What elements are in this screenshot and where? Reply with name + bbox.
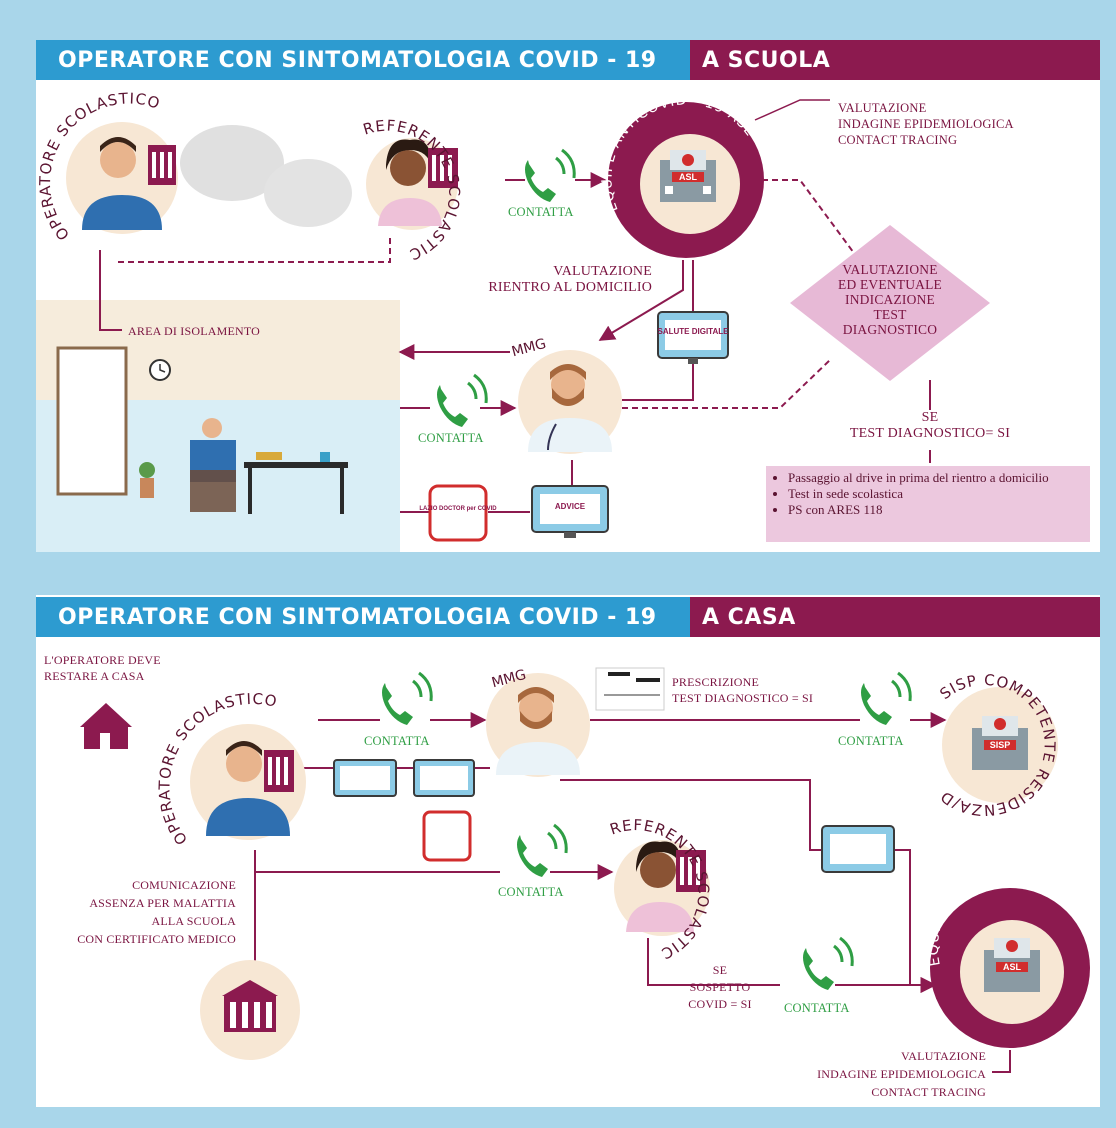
valutazione-notes-top: VALUTAZIONE INDAGINE EPIDEMIOLOGICA CONT… — [838, 101, 1014, 147]
equipe-ring-top — [608, 102, 764, 258]
list-item: Test in sede scolastica — [788, 486, 1082, 502]
dashed-op-ref — [118, 238, 391, 263]
contatta-label: CONTATTA — [838, 734, 904, 748]
desk — [244, 462, 348, 468]
phone-icon — [525, 148, 576, 202]
advice-label-top: ADVICE — [555, 502, 586, 511]
prescription-document — [595, 667, 665, 711]
arrow-equipe-mmg — [598, 260, 684, 341]
asl-sign — [996, 962, 1028, 972]
referente-avatar-top — [366, 138, 458, 230]
phone-icon — [437, 373, 488, 427]
asl-label-top: ASL — [679, 172, 698, 182]
prescrizione-label: PRESCRIZIONE TEST DIAGNOSTICO = SI — [672, 675, 814, 705]
room-objects — [56, 346, 348, 514]
dashed-mmg-diamond — [622, 359, 831, 409]
contatta-label: CONTATTA — [508, 205, 574, 219]
se-sospetto-label: SE SOSPETTO COVID = SI — [688, 963, 752, 1011]
list-item: Passaggio al drive in prima del rientro … — [788, 470, 1082, 486]
salute-digitale-monitor-bottom-1 — [333, 759, 397, 797]
asl-label-bottom: ASL — [1003, 962, 1022, 972]
followup-options-list: Passaggio al drive in prima del rientro … — [766, 466, 1090, 542]
contatta-label: CONTATTA — [364, 734, 430, 748]
speech-bubble-2 — [264, 159, 352, 227]
equipe-ring-bottom — [930, 888, 1090, 1048]
house-icon — [80, 703, 132, 749]
valutazione-rientro: VALUTAZIONE RIENTRO AL DOMICILIO — [488, 264, 652, 295]
deve-restare-label: L'OPERATORE DEVE RESTARE A CASA — [44, 653, 161, 683]
door — [56, 346, 128, 496]
advice-monitor-top — [531, 485, 609, 538]
school-avatar-bottom — [200, 960, 300, 1060]
list-item: PS con ARES 118 — [788, 502, 1082, 518]
salute-digitale-monitor-bottom-2 — [821, 825, 895, 873]
phone-icon — [861, 671, 912, 725]
referente-avatar-bottom — [614, 840, 710, 936]
valutazione-notes-bottom: VALUTAZIONE INDAGINE EPIDEMIOLOGICA CONT… — [817, 1049, 986, 1099]
home-title-plum: A CASA — [690, 597, 1100, 637]
speech-bubble-1 — [180, 125, 284, 201]
diamond-text: VALUTAZIONE ED EVENTUALE INDICAZIONE TES… — [838, 262, 942, 337]
mmg-doctor-avatar-top — [518, 350, 622, 454]
lazio-doctor-app-top — [428, 484, 488, 542]
phone-icon — [382, 671, 433, 725]
sisp-ring — [942, 687, 1058, 803]
sisp-sign — [984, 740, 1016, 750]
top-connectors — [99, 172, 931, 513]
contatta-label: CONTATTA — [418, 431, 484, 445]
contatta-label: CONTATTA — [498, 885, 564, 899]
comunicazione-label: COMUNICAZIONE ASSENZA PER MALATTIA ALLA … — [77, 878, 236, 946]
contatta-label: CONTATTA — [784, 1001, 850, 1015]
school-title-blue: OPERATORE CON SINTOMATOLOGIA COVID - 19 — [36, 40, 690, 80]
dashed-equipe-diamond — [762, 179, 866, 269]
phone-icon — [803, 936, 854, 990]
advice-monitor-bottom — [413, 759, 475, 797]
operatore-avatar-bottom — [190, 724, 306, 840]
home-title-blue: OPERATORE CON SINTOMATOLOGIA COVID - 19 — [36, 597, 690, 637]
operatore-avatar-top — [66, 122, 178, 234]
salute-digitale-label-top: SALUTE DIGITALE — [658, 327, 730, 336]
line-to-area — [99, 250, 122, 331]
lazio-doctor-label-top: LAZIO DOCTOR per COVID — [419, 506, 497, 512]
sisp-label: SISP — [990, 740, 1011, 750]
asl-sign — [672, 172, 704, 182]
area-isolamento-label: AREA DI ISOLAMENTO — [128, 324, 261, 338]
school-title-plum: A SCUOLA — [690, 40, 1100, 80]
se-test-diagnostico: SE TEST DIAGNOSTICO= SI — [849, 410, 1011, 441]
phone-icon — [517, 823, 568, 877]
mmg-doctor-avatar-bottom — [486, 673, 590, 777]
evaluation-diamond — [790, 225, 990, 381]
mmg-label-top: MMG — [510, 336, 548, 361]
lazio-doctor-app-bottom — [422, 810, 472, 862]
salute-digitale-monitor-top — [657, 311, 729, 364]
